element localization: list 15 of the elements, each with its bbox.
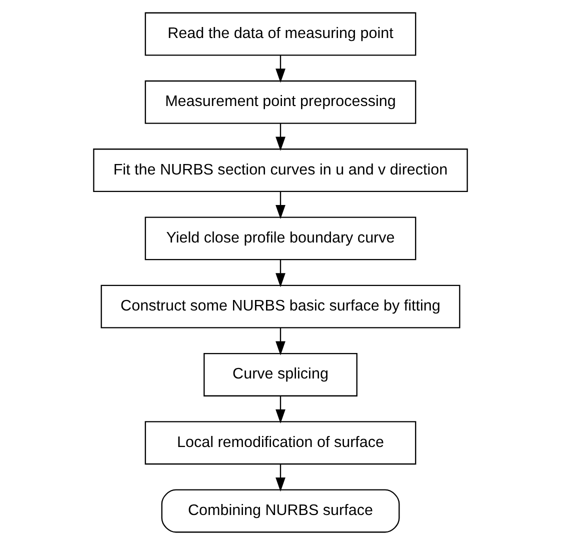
node-box: Read the data of measuring point (144, 12, 416, 56)
arrow (276, 123, 286, 151)
node-box: Measurement point preprocessing (144, 80, 416, 124)
arrow (276, 328, 286, 356)
node-box: Fit the NURBS section curves in u and v direction (93, 148, 468, 192)
node-box: Combining NURBS surface (161, 489, 400, 533)
node-box: Curve splicing (204, 352, 358, 396)
node-box: Construct some NURBS basic surface by fitting (100, 284, 460, 328)
arrow (276, 396, 286, 424)
arrow (276, 55, 286, 83)
arrow (276, 464, 286, 492)
node-box: Yield close profile boundary curve (144, 216, 416, 260)
node-box: Local remodification of surface (144, 421, 416, 465)
arrow (276, 260, 286, 288)
arrow (276, 192, 286, 220)
